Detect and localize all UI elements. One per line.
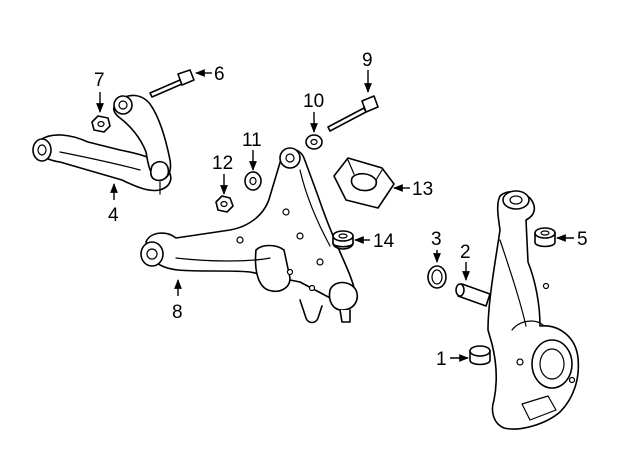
callout-1: 1: [436, 349, 447, 370]
callout-9: 9: [362, 50, 373, 71]
callout-2: 2: [460, 242, 471, 263]
leader-lines: [96, 69, 574, 362]
bushing-5: [534, 227, 556, 248]
callout-8: 8: [172, 302, 183, 323]
bushing-1: [469, 345, 491, 366]
callout-4: 4: [108, 205, 119, 226]
bushing-14: [332, 230, 354, 250]
nut-12: [215, 195, 234, 213]
callout-3: 3: [431, 229, 442, 250]
upper-control-arm: [32, 94, 172, 195]
steering-knuckle: [487, 190, 580, 430]
nut-7: [91, 115, 111, 133]
callout-labels: 1 2 3 4 5 6 7 8 9 10 11 12 13 14: [94, 50, 588, 370]
callout-10: 10: [303, 91, 324, 112]
bolt-9: [327, 95, 379, 132]
callout-7: 7: [94, 70, 105, 91]
lower-control-arm: [140, 147, 358, 324]
bolt-6: [149, 69, 195, 98]
washer-11: [244, 171, 262, 191]
callout-6: 6: [214, 64, 225, 85]
bump-stop-13: [333, 157, 395, 209]
washer-10: [305, 134, 323, 150]
callout-13: 13: [412, 179, 433, 200]
pin-2: [455, 283, 491, 307]
seal-3: [427, 265, 447, 289]
callout-12: 12: [212, 153, 233, 174]
callout-14: 14: [373, 231, 395, 252]
callout-11: 11: [242, 130, 262, 151]
callout-5: 5: [577, 229, 588, 250]
